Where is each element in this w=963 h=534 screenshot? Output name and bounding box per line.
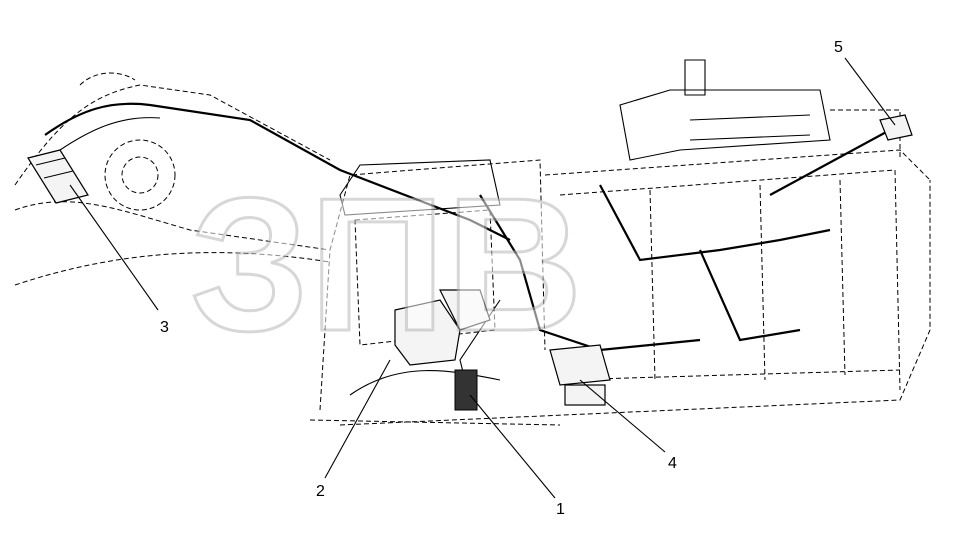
leader-lines [69,57,896,499]
callout-2: 2 [316,483,325,500]
engine-block [619,59,901,161]
callout-5: 5 [834,39,843,56]
platform-frame [339,149,931,426]
callout-4: 4 [668,455,677,472]
boom-connector-3 [27,149,89,204]
boom-harness [44,102,511,241]
battery-4 [549,344,611,406]
boom-outline [14,72,331,286]
watermark: ЗПВ [190,159,583,371]
seat-controller-2 [394,289,491,366]
rear-connector-5 [879,114,913,141]
main-harness [349,129,891,401]
cab-outline [309,159,561,426]
callout-1: 1 [556,501,565,518]
control-box-1 [454,369,478,411]
callout-3: 3 [160,319,169,336]
